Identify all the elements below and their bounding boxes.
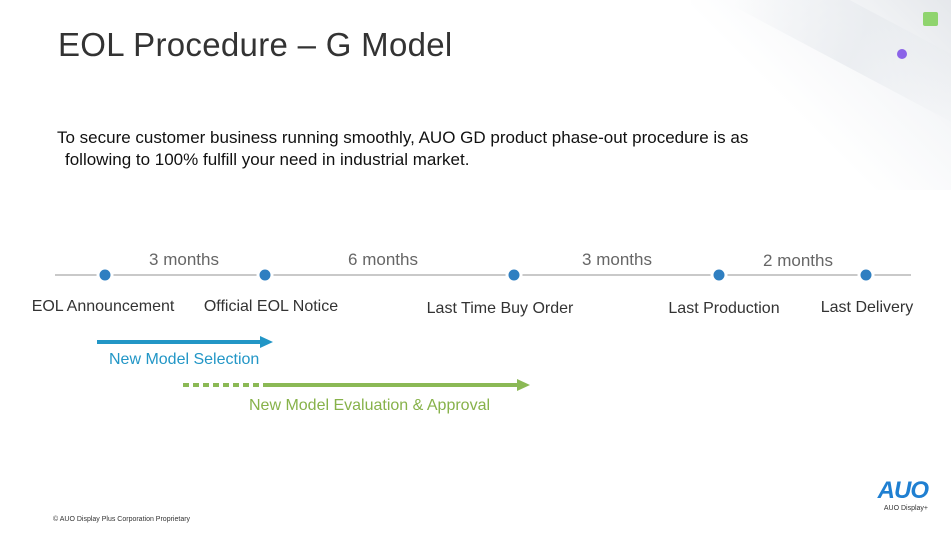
auo-logo-subtext: AUO Display+ [883,505,928,512]
milestone-label-5: Last Delivery [820,299,914,316]
intro-paragraph: To secure customer business running smoo… [57,127,857,171]
timeline-node-4 [710,266,728,284]
timeline-node-5 [857,266,875,284]
duration-label-2: 6 months [348,250,418,269]
auo-logo-mark: AUO [877,477,929,504]
intro-line-1: To secure customer business running smoo… [57,128,749,147]
phase-label-evaluation: New Model Evaluation & Approval [249,397,491,414]
milestone-label-2: Official EOL Notice [203,298,339,315]
timeline-node-3 [505,266,523,284]
duration-label-3: 3 months [582,250,652,269]
timeline-node-1 [96,266,114,284]
copyright-text: © AUO Display Plus Corporation Proprieta… [53,516,191,523]
milestone-label-4: Last Production [668,300,780,317]
duration-label-4: 2 months [763,251,833,270]
green-square-accent [923,12,938,26]
timeline-node-2 [256,266,274,284]
phase-label-selection: New Model Selection [109,351,260,368]
evaluation-arrow-head [517,379,530,391]
milestone-label-1: EOL Announcement [31,298,175,315]
slide-title: EOL Procedure – G Model [58,26,453,63]
milestone-label-3: Last Time Buy Order [426,300,574,317]
auo-logo: AUO AUO Display+ [868,477,929,513]
selection-arrow-head [260,336,273,348]
duration-label-1: 3 months [149,250,219,269]
intro-line-2: following to 100% fulfill your need in i… [65,150,470,169]
purple-dot-accent [897,49,907,59]
